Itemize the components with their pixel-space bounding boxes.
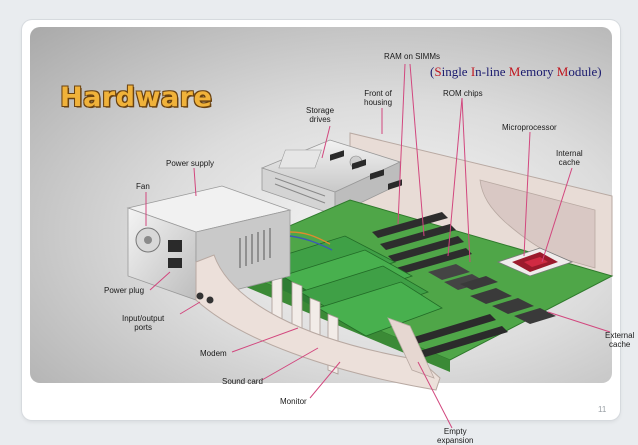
label-external-cache: External cache [605,331,635,349]
simm-note-open: ( [430,64,435,79]
case-front-panel [195,254,441,391]
simm-rest-s: ingle [441,64,471,79]
simm-initial-i: I [470,64,476,79]
label-rom-chips: ROM chips [443,89,483,98]
simm-initial-m1: M [508,64,521,79]
simm-initial-m2: M [556,64,569,79]
ram-simm-modules [372,212,472,274]
empty-expansion-slots [404,314,508,358]
label-modem: Modem [200,349,227,358]
power-supply [126,185,333,301]
label-monitor: Monitor [280,397,307,406]
callout-lines [145,63,611,429]
label-fan: Fan [136,182,150,191]
label-front-of-housing: Front of housing [364,89,393,107]
external-cache-chips [460,276,556,324]
label-empty-expansion: Empty expansion [437,427,474,445]
page-number: 11 [598,405,607,414]
label-ram-on-simms: RAM on SIMMs [384,52,441,61]
simm-acronym-note: (Single In-line Memory Module) [430,64,602,80]
simm-note-close: ) [597,64,602,79]
rom-chips [428,264,486,290]
simm-initial-s: S [434,64,442,79]
label-input-output-ports: Input/output ports [122,314,165,332]
label-power-plug: Power plug [104,286,145,295]
label-sound-card: Sound card [222,377,263,386]
io-port-icon [196,292,204,300]
simm-rest-m2: odule [568,64,598,79]
label-power-supply: Power supply [166,159,215,168]
power-plug-socket [168,240,182,252]
label-internal-cache: Internal cache [556,149,583,167]
label-microprocessor: Microprocessor [502,123,557,132]
label-storage-drives: Storage drives [306,106,335,124]
slide-title: Hardware [60,82,213,113]
simm-rest-m1: emory [520,64,557,79]
microprocessor-chip [496,247,574,277]
simm-rest-i: n-line [475,64,509,79]
